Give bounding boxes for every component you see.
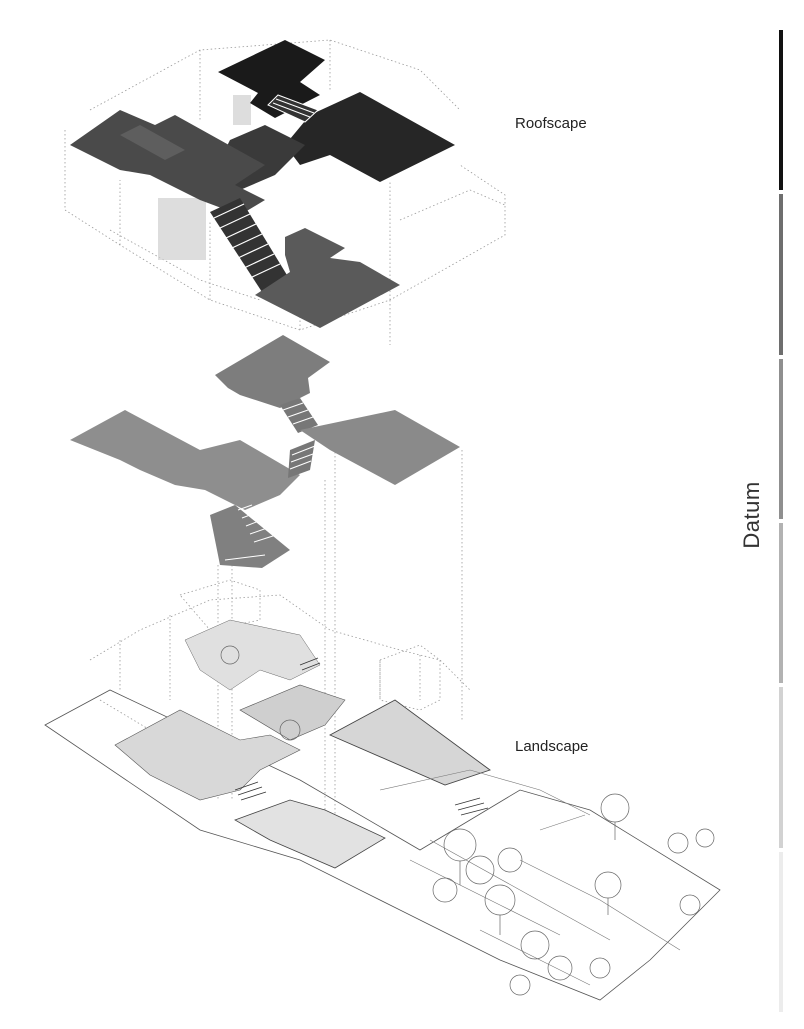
landscape-terrain-lines [379,769,681,986]
datum-lower-stair [210,504,290,568]
roof-left-slab [70,110,265,215]
landscape-slab-left [114,709,301,801]
datum-top-plane [215,335,330,408]
roof-top-dark-slab [218,40,325,118]
datum-plane-layer [70,335,463,860]
landscape-slab-bottom [234,799,386,869]
datum-mid-stair [288,440,316,478]
roof-facade-grid [158,95,251,260]
landscape-layer [44,579,721,1001]
landscape-slab-right [328,699,491,786]
landscape-trees [220,645,715,996]
landscape-slab-center [239,684,346,741]
datum-scale-segment [779,358,783,519]
roof-right-dark-slab [285,92,455,182]
datum-scale-segment [779,523,783,684]
roof-building-wireframe [64,39,506,345]
datum-scale-segment [779,194,783,355]
datum-upper-stair [280,398,318,433]
datum-label: Datum [739,481,764,549]
datum-scale-segment [779,30,783,191]
roof-lower-slab [255,228,400,328]
datum-right-plane [300,410,460,485]
roofscape-layer [64,39,506,345]
roof-left-slab-top [120,125,185,160]
landscape-stairs [234,657,489,816]
landscape-label: Landscape [515,738,589,755]
datum-scale-segment [779,687,783,848]
landscape-slab-upper [184,619,321,691]
landscape-ground-outline [44,689,721,1001]
roofscape-label: Roofscape [515,115,587,132]
landscape-building-wireframe [89,579,471,781]
datum-scale-segment [779,851,783,1012]
roof-long-stair [210,198,290,292]
roof-upper-stair [267,94,319,123]
datum-left-plane [70,410,300,510]
